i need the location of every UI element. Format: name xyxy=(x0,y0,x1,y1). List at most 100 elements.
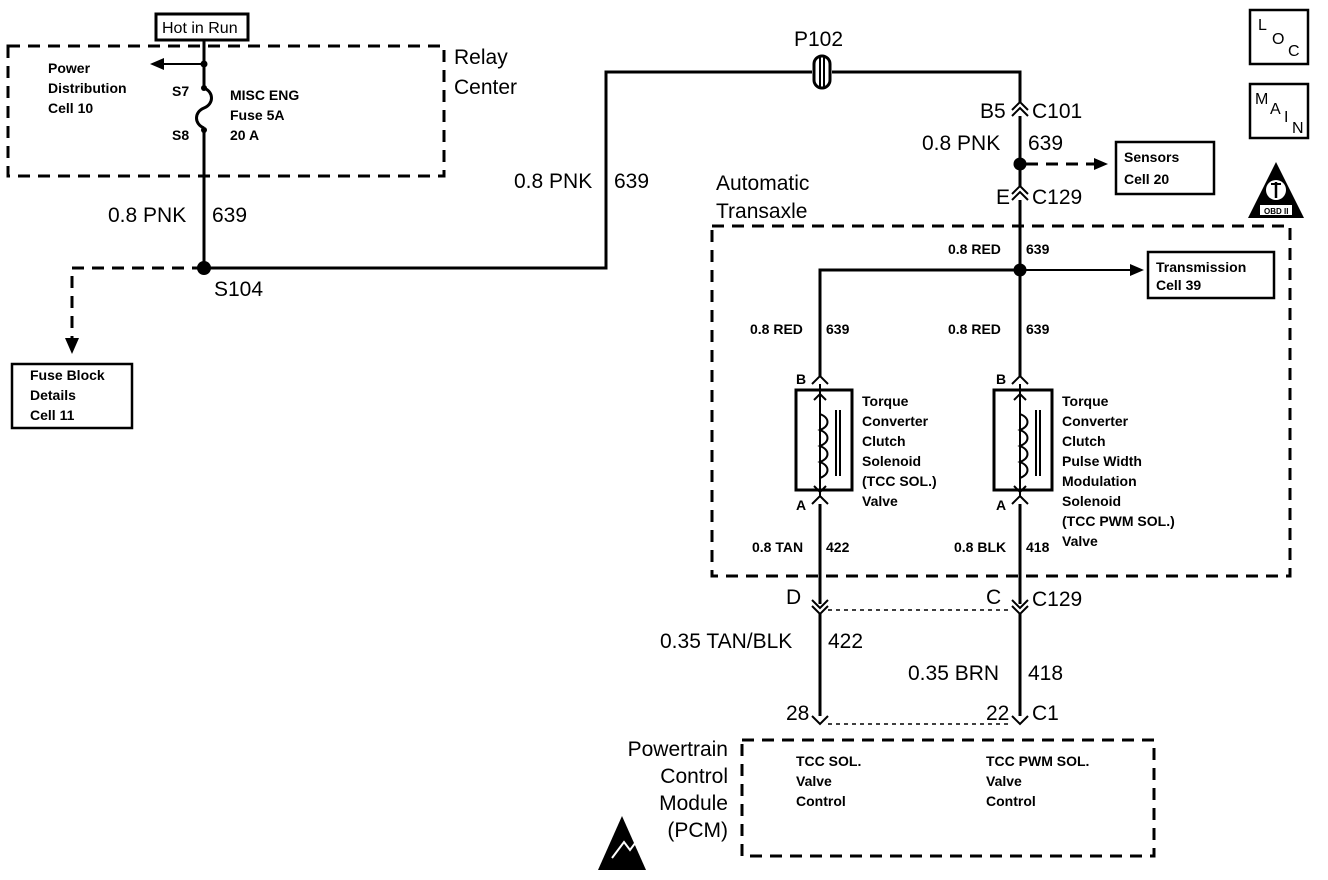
svg-text:Torque: Torque xyxy=(862,393,909,409)
power-dist-label-3: Cell 10 xyxy=(48,100,93,116)
tcc-pwm-solenoid-text: Torque Converter Clutch Pulse Width Modu… xyxy=(1062,393,1175,549)
svg-text:OBD II: OBD II xyxy=(1264,207,1288,216)
wire-brn-size: 0.35 BRN xyxy=(908,662,999,685)
esd-warning-icon xyxy=(598,816,646,870)
svg-text:Pulse Width: Pulse Width xyxy=(1062,453,1142,469)
sol2-pin-a-label: A xyxy=(996,497,1006,513)
svg-text:Clutch: Clutch xyxy=(862,433,906,449)
svg-text:Solenoid: Solenoid xyxy=(1062,493,1121,509)
wire-tan-size: 0.8 TAN xyxy=(752,539,803,555)
svg-text:L: L xyxy=(1258,17,1267,34)
obd-ii-icon: OBD II xyxy=(1248,162,1304,218)
connector-c129-top-symbol xyxy=(1011,184,1029,201)
connector-c1 xyxy=(811,715,1029,726)
connector-e-label: E xyxy=(996,186,1010,209)
transmission-label-1: Transmission xyxy=(1156,259,1246,275)
fuse-symbol xyxy=(195,86,213,130)
relay-center-title: Relay xyxy=(454,46,508,69)
svg-text:Converter: Converter xyxy=(1062,413,1129,429)
sol2-pin-b-label: B xyxy=(996,371,1006,387)
svg-text:TCC SOL.: TCC SOL. xyxy=(796,753,861,769)
svg-text:Module: Module xyxy=(659,792,728,815)
transaxle-title-2: Transaxle xyxy=(716,200,807,223)
svg-text:I: I xyxy=(1284,109,1288,126)
connector-c129-bottom-label: C129 xyxy=(1032,588,1082,611)
svg-text:Control: Control xyxy=(660,765,728,788)
wire-brn-circuit: 418 xyxy=(1028,662,1063,685)
connector-b5-label: B5 xyxy=(980,100,1006,123)
connector-p102 xyxy=(812,54,832,90)
fuse-block-ref-box xyxy=(10,362,134,430)
power-dist-arrow xyxy=(150,58,164,70)
fuse-label-3: 20 A xyxy=(230,127,259,143)
fuse-label-2: Fuse 5A xyxy=(230,107,284,123)
svg-text:Valve: Valve xyxy=(862,493,898,509)
hot-in-run-box xyxy=(154,12,250,42)
tcc-solenoid xyxy=(794,374,854,505)
relay-center-box xyxy=(6,44,446,178)
wire-pnk-right-size: 0.8 PNK xyxy=(922,132,1000,155)
connector-c101-label: C101 xyxy=(1032,100,1082,123)
fuse-block-arrow xyxy=(65,338,79,354)
sol1-pin-b-label: B xyxy=(796,371,806,387)
svg-text:(PCM): (PCM) xyxy=(667,819,728,842)
relay-center-title-2: Center xyxy=(454,76,517,99)
wire-red-left-circuit: 639 xyxy=(826,321,850,337)
loc-icon: L O C xyxy=(1248,8,1310,66)
sensors-label-1: Sensors xyxy=(1124,149,1179,165)
wire-red-left-size: 0.8 RED xyxy=(750,321,803,337)
svg-text:Control: Control xyxy=(796,793,846,809)
wire-pnk-left-size: 0.8 PNK xyxy=(108,204,186,227)
svg-text:Clutch: Clutch xyxy=(1062,433,1106,449)
sensors-label-2: Cell 20 xyxy=(1124,171,1169,187)
wire-red-right-size: 0.8 RED xyxy=(948,321,1001,337)
svg-text:Converter: Converter xyxy=(862,413,929,429)
wire-tanblk-circuit: 422 xyxy=(828,630,863,653)
pcm-tcc-pwm-label: TCC PWM SOL. Valve Control xyxy=(986,753,1089,809)
svg-text:Control: Control xyxy=(986,793,1036,809)
connector-d-label: D xyxy=(786,586,801,609)
wire-tan-circuit: 422 xyxy=(826,539,850,555)
s8-label: S8 xyxy=(172,127,189,143)
splice-sensors xyxy=(1013,157,1027,171)
wire-pnk-mid-circuit: 639 xyxy=(614,170,649,193)
svg-text:Valve: Valve xyxy=(986,773,1022,789)
connector-p102-label: P102 xyxy=(794,28,843,51)
sol1-pin-a-label: A xyxy=(796,497,806,513)
svg-text:C: C xyxy=(1288,43,1300,60)
main-icon: M A I N xyxy=(1248,82,1310,140)
fuse-label-1: MISC ENG xyxy=(230,87,299,103)
s7-label: S7 xyxy=(172,83,189,99)
svg-text:Valve: Valve xyxy=(1062,533,1098,549)
svg-text:A: A xyxy=(1270,101,1281,118)
connector-c-label: C xyxy=(986,586,1001,609)
pcm-tcc-sol-label: TCC SOL. Valve Control xyxy=(796,753,861,809)
wire-red-top-circuit: 639 xyxy=(1026,241,1050,257)
svg-text:(TCC PWM SOL.): (TCC PWM SOL.) xyxy=(1062,513,1175,529)
svg-text:Solenoid: Solenoid xyxy=(862,453,921,469)
connector-c129-bottom xyxy=(811,599,1029,616)
svg-text:Valve: Valve xyxy=(796,773,832,789)
wire-pnk-right-circuit: 639 xyxy=(1028,132,1063,155)
wire-tanblk-size: 0.35 TAN/BLK xyxy=(660,630,792,653)
wire-pnk-mid-size: 0.8 PNK xyxy=(514,170,592,193)
wire-blk-size: 0.8 BLK xyxy=(954,539,1006,555)
connector-c101-symbol xyxy=(1011,100,1029,117)
transmission-label-2: Cell 39 xyxy=(1156,277,1201,293)
wire-blk-circuit: 418 xyxy=(1026,539,1050,555)
splice-s104-label: S104 xyxy=(214,278,263,301)
connector-c1-label: C1 xyxy=(1032,702,1059,725)
wire-red-top-size: 0.8 RED xyxy=(948,241,1001,257)
svg-text:N: N xyxy=(1292,120,1304,137)
svg-text:(TCC SOL.): (TCC SOL.) xyxy=(862,473,937,489)
svg-text:TCC PWM SOL.: TCC PWM SOL. xyxy=(986,753,1089,769)
power-dist-label-1: Power xyxy=(48,60,91,76)
fuse-block-label-1: Fuse Block xyxy=(30,367,105,383)
wire-red-right-circuit: 639 xyxy=(1026,321,1050,337)
svg-text:Powertrain: Powertrain xyxy=(628,738,728,761)
transaxle-title-1: Automatic xyxy=(716,172,809,195)
fuse-block-label-2: Details xyxy=(30,387,76,403)
tcc-solenoid-text: Torque Converter Clutch Solenoid (TCC SO… xyxy=(862,393,937,509)
svg-text:O: O xyxy=(1272,31,1284,48)
